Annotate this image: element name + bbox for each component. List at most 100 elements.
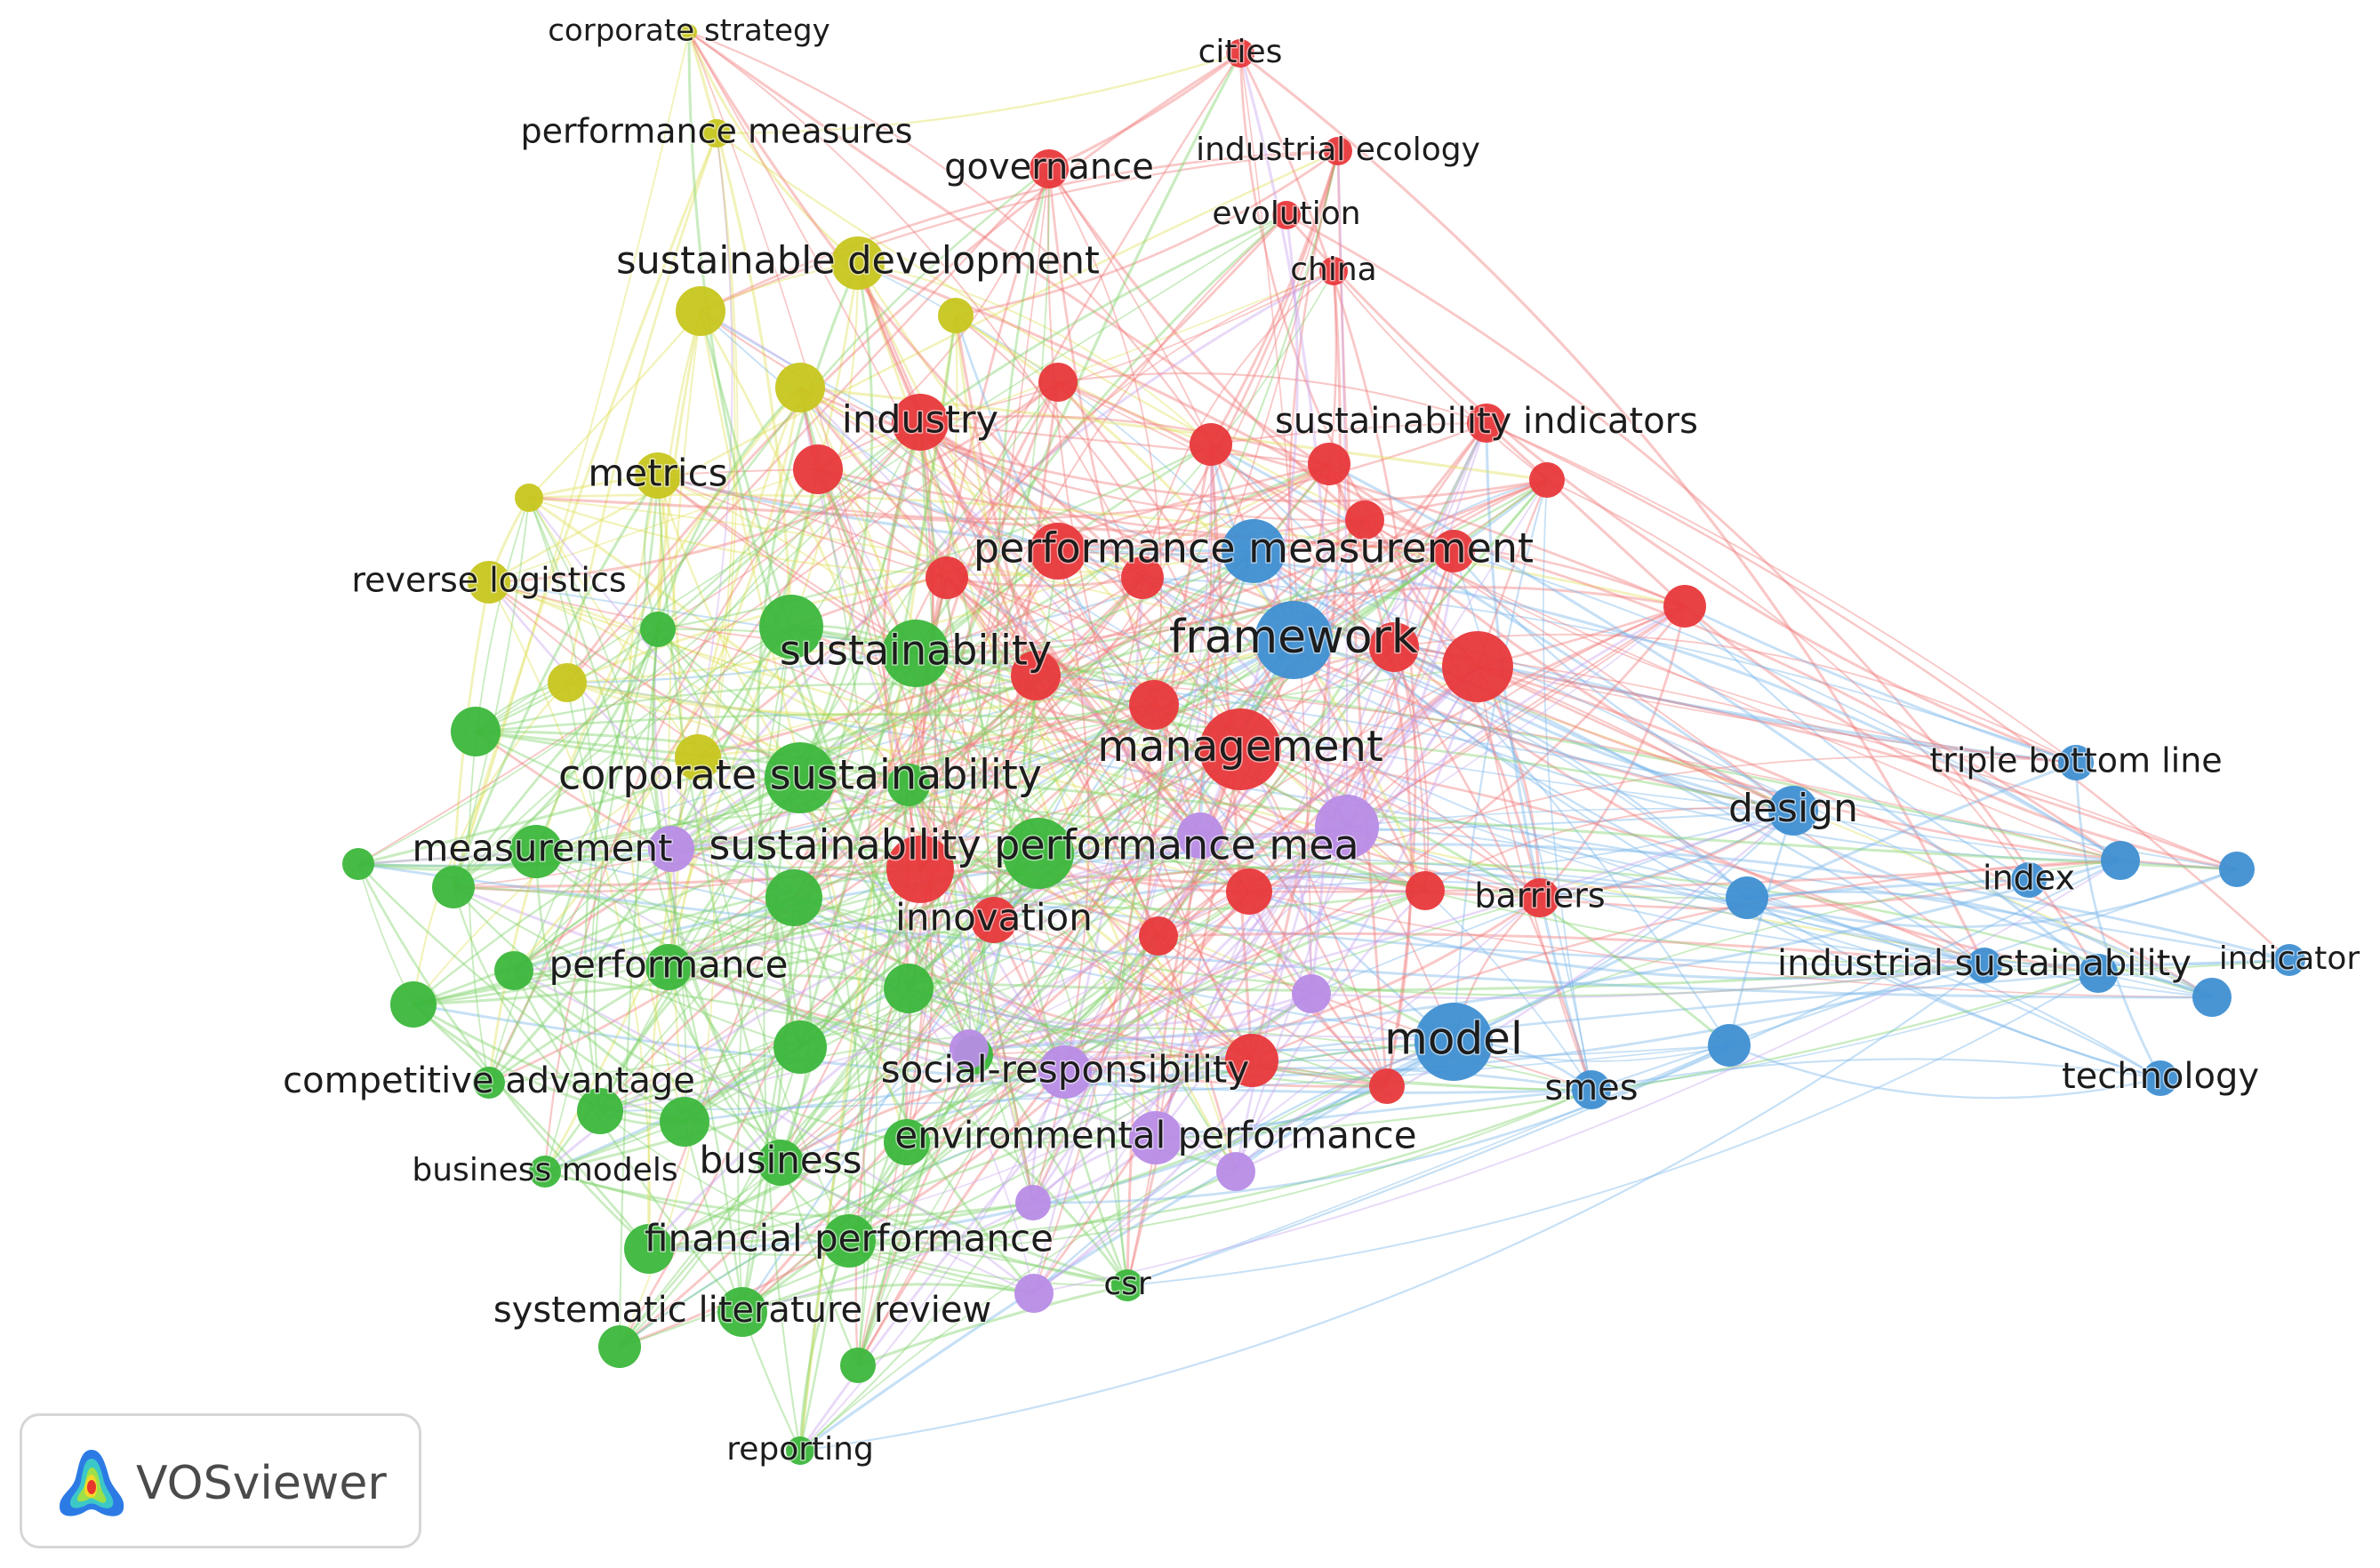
label-measurement[interactable]: measurement bbox=[411, 825, 674, 871]
keyword-node[interactable] bbox=[676, 286, 725, 336]
label-indicator[interactable]: indicator bbox=[2217, 940, 2361, 979]
node-cities[interactable] bbox=[1226, 39, 1254, 68]
keyword-node[interactable] bbox=[840, 1348, 876, 1383]
keyword-node[interactable] bbox=[624, 1224, 674, 1274]
keyword-node[interactable] bbox=[1038, 363, 1078, 402]
label-industrial-ecology[interactable]: industrial ecology bbox=[1195, 131, 1482, 170]
keyword-node[interactable] bbox=[1129, 680, 1179, 730]
label-design[interactable]: design bbox=[1727, 785, 1860, 833]
node-model[interactable] bbox=[1414, 1003, 1493, 1081]
label-sustainability-performance-mea[interactable]: sustainability performance mea bbox=[708, 820, 1360, 870]
node-industrial-sustainability[interactable] bbox=[1967, 948, 2002, 983]
node-performance-measures[interactable] bbox=[702, 119, 731, 148]
keyword-node[interactable] bbox=[759, 595, 823, 659]
keyword-node[interactable] bbox=[1015, 1185, 1051, 1220]
node-social-responsibility[interactable] bbox=[1038, 1045, 1092, 1099]
node-business[interactable] bbox=[757, 1140, 804, 1186]
label-corporate-sustainability[interactable]: corporate sustainability bbox=[557, 749, 1044, 800]
node-reporting[interactable] bbox=[786, 1436, 814, 1465]
node-measurement[interactable] bbox=[648, 826, 694, 872]
keyword-node[interactable] bbox=[432, 866, 475, 908]
keyword-node[interactable] bbox=[1121, 556, 1164, 599]
keyword-node[interactable] bbox=[793, 444, 843, 494]
keyword-node[interactable] bbox=[2101, 841, 2140, 880]
keyword-node[interactable] bbox=[1708, 1024, 1751, 1067]
node-sustainability-indicators[interactable] bbox=[1467, 404, 1506, 443]
label-barriers[interactable]: barriers bbox=[1473, 875, 1607, 916]
keyword-node[interactable] bbox=[773, 1020, 827, 1074]
node-systematic-literature-review[interactable] bbox=[717, 1287, 767, 1337]
keyword-node[interactable] bbox=[342, 848, 374, 880]
node-competitive-advantage[interactable] bbox=[473, 1067, 505, 1099]
keyword-node[interactable] bbox=[765, 869, 822, 926]
keyword-node[interactable] bbox=[1369, 622, 1419, 672]
keyword-node[interactable] bbox=[1226, 868, 1272, 915]
label-china[interactable]: china bbox=[1289, 251, 1379, 290]
keyword-node[interactable] bbox=[598, 1325, 641, 1368]
label-cities[interactable]: cities bbox=[1197, 33, 1284, 72]
node-indicator[interactable] bbox=[2273, 944, 2305, 976]
keyword-node[interactable] bbox=[1292, 974, 1331, 1013]
keyword-node[interactable] bbox=[1014, 1274, 1054, 1313]
keyword-node[interactable] bbox=[548, 663, 587, 702]
keyword-node[interactable] bbox=[1442, 631, 1513, 702]
keyword-node[interactable] bbox=[1315, 795, 1379, 859]
label-financial-performance[interactable]: financial performance bbox=[644, 1215, 1055, 1261]
label-metrics[interactable]: metrics bbox=[587, 450, 729, 496]
node-industry[interactable] bbox=[892, 394, 949, 451]
label-corporate-strategy[interactable]: corporate strategy bbox=[547, 12, 832, 50]
keyword-node[interactable] bbox=[1030, 523, 1086, 580]
keyword-node[interactable] bbox=[509, 825, 563, 878]
keyword-node[interactable] bbox=[660, 1097, 709, 1147]
node-smes[interactable] bbox=[1572, 1070, 1611, 1109]
node-management[interactable] bbox=[1199, 708, 1281, 790]
node-performance[interactable] bbox=[645, 944, 692, 990]
keyword-node[interactable] bbox=[950, 1029, 989, 1068]
keyword-node[interactable] bbox=[1663, 585, 1706, 628]
label-environmental-performance[interactable]: environmental performance bbox=[894, 1112, 1418, 1158]
label-index[interactable]: index bbox=[1982, 857, 2077, 899]
label-technology[interactable]: technology bbox=[2060, 1055, 2260, 1099]
keyword-node[interactable] bbox=[1190, 423, 1232, 466]
node-business-models[interactable] bbox=[529, 1156, 561, 1188]
node-index[interactable] bbox=[2011, 862, 2047, 898]
node-china[interactable] bbox=[1319, 257, 1348, 285]
keyword-node[interactable] bbox=[1216, 1152, 1255, 1191]
node-corporate-sustainability[interactable] bbox=[765, 742, 836, 813]
node-sustainability-performance-mea[interactable] bbox=[886, 836, 954, 903]
keyword-node[interactable] bbox=[926, 556, 968, 599]
label-performance-measures[interactable]: performance measures bbox=[519, 110, 914, 152]
label-competitive-advantage[interactable]: competitive advantage bbox=[282, 1060, 697, 1103]
label-social-responsibility[interactable]: social-responsibility bbox=[879, 1046, 1250, 1092]
label-management[interactable]: management bbox=[1096, 721, 1385, 773]
label-sustainable-development[interactable]: sustainable development bbox=[615, 237, 1102, 284]
keyword-node[interactable] bbox=[1345, 500, 1384, 540]
label-sustainability[interactable]: sustainability bbox=[778, 625, 1053, 676]
label-industry[interactable]: industry bbox=[840, 396, 999, 444]
node-financial-performance[interactable] bbox=[822, 1214, 876, 1268]
label-framework[interactable]: framework bbox=[1167, 610, 1419, 666]
node-framework[interactable] bbox=[1254, 601, 1333, 679]
node-metrics[interactable] bbox=[635, 452, 681, 499]
keyword-node[interactable] bbox=[1369, 1068, 1405, 1104]
label-performance-measurement[interactable]: performance measurement bbox=[972, 523, 1535, 573]
keyword-node[interactable] bbox=[1529, 462, 1565, 498]
label-systematic-literature-review[interactable]: systematic literature review bbox=[492, 1289, 992, 1332]
node-corporate-strategy[interactable] bbox=[681, 24, 697, 40]
label-business[interactable]: business bbox=[698, 1137, 863, 1183]
node-governance[interactable] bbox=[1030, 149, 1069, 188]
label-performance[interactable]: performance bbox=[548, 941, 789, 988]
label-model[interactable]: model bbox=[1383, 1012, 1525, 1066]
node-sustainability[interactable] bbox=[882, 620, 950, 687]
keyword-node[interactable] bbox=[640, 612, 676, 647]
node-reverse-logistics[interactable] bbox=[468, 561, 510, 604]
label-csr[interactable]: csr bbox=[1102, 1265, 1153, 1304]
node-evolution[interactable] bbox=[1272, 201, 1301, 229]
node-technology[interactable] bbox=[2143, 1060, 2178, 1096]
keyword-node[interactable] bbox=[2079, 954, 2118, 993]
keyword-node[interactable] bbox=[938, 298, 974, 333]
keyword-node[interactable] bbox=[2219, 852, 2255, 887]
keyword-node[interactable] bbox=[1308, 443, 1350, 485]
keyword-node[interactable] bbox=[1139, 916, 1178, 956]
keyword-node[interactable] bbox=[1225, 1034, 1278, 1087]
